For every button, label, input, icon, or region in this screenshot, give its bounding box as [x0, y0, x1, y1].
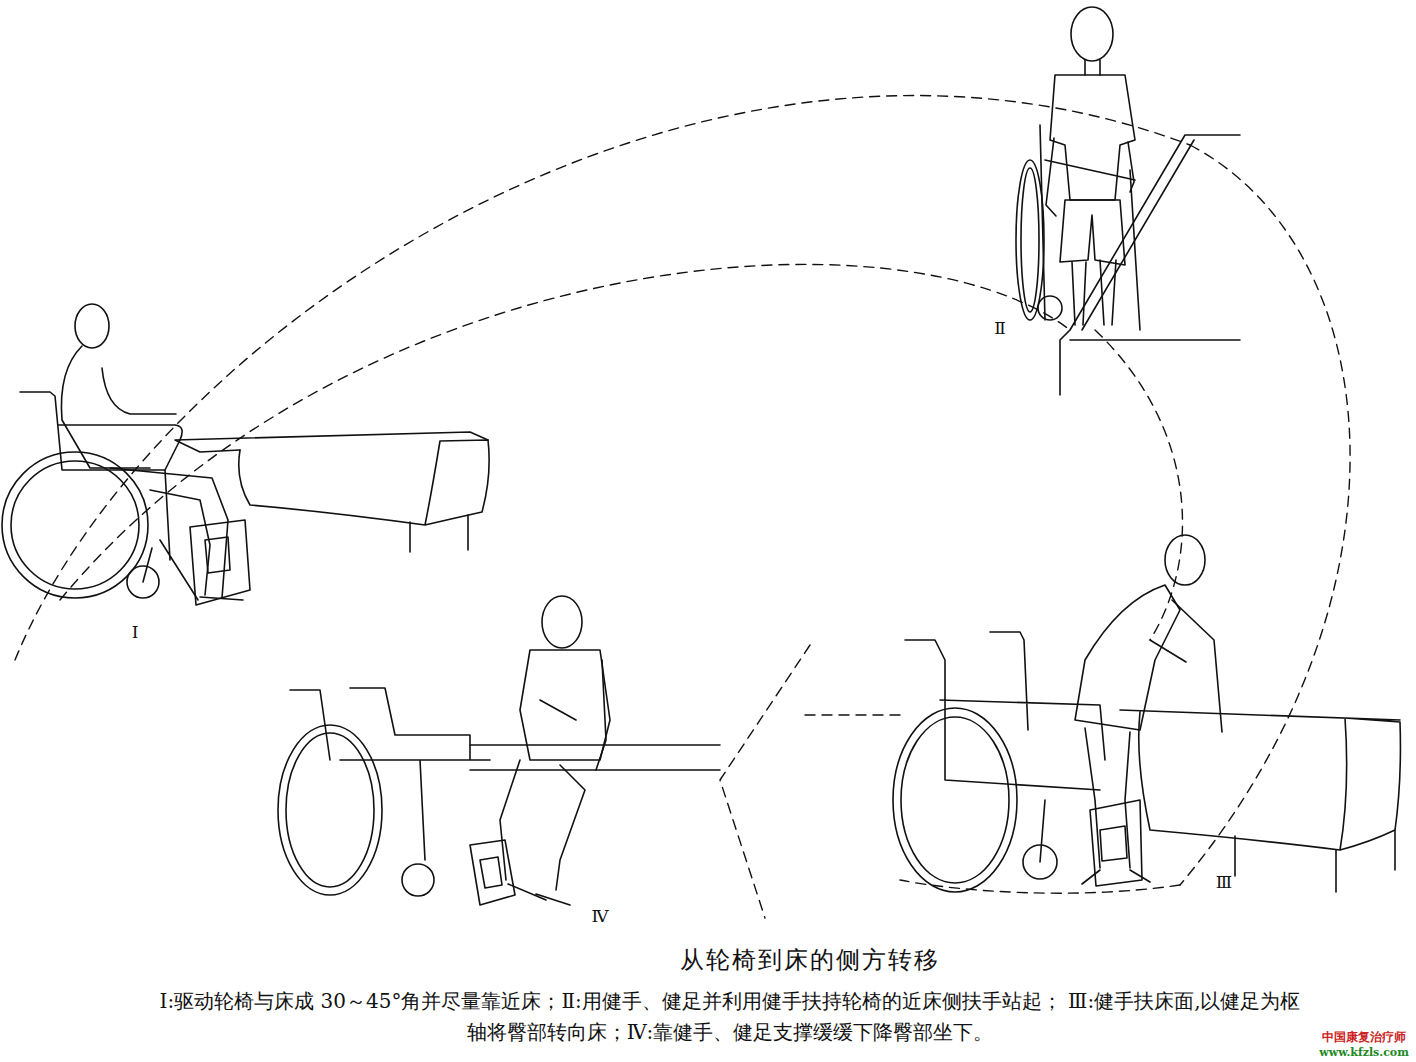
watermark: www.kfzls.com: [1319, 1046, 1409, 1059]
stage-numeral: Ⅲ: [1216, 872, 1232, 892]
flow-curves: [15, 96, 1350, 918]
figure-caption: Ⅰ:驱动轮椅与床成 30～45°角并尽量靠近床；Ⅱ:用健手、健足并利用健手扶持轮…: [150, 986, 1310, 1048]
stage-numeral: Ⅰ: [132, 622, 139, 642]
figure-title: 从轮椅到床的侧方转移: [680, 944, 940, 976]
scene-four: [278, 596, 720, 905]
scene-one: [2, 304, 489, 605]
scene-two: [1016, 7, 1240, 395]
scene-three: [893, 535, 1400, 892]
stage-numeral: Ⅱ: [994, 318, 1006, 338]
stage-numeral: Ⅳ: [592, 906, 609, 926]
watermark: 中国康复治疗师: [1322, 1029, 1406, 1046]
